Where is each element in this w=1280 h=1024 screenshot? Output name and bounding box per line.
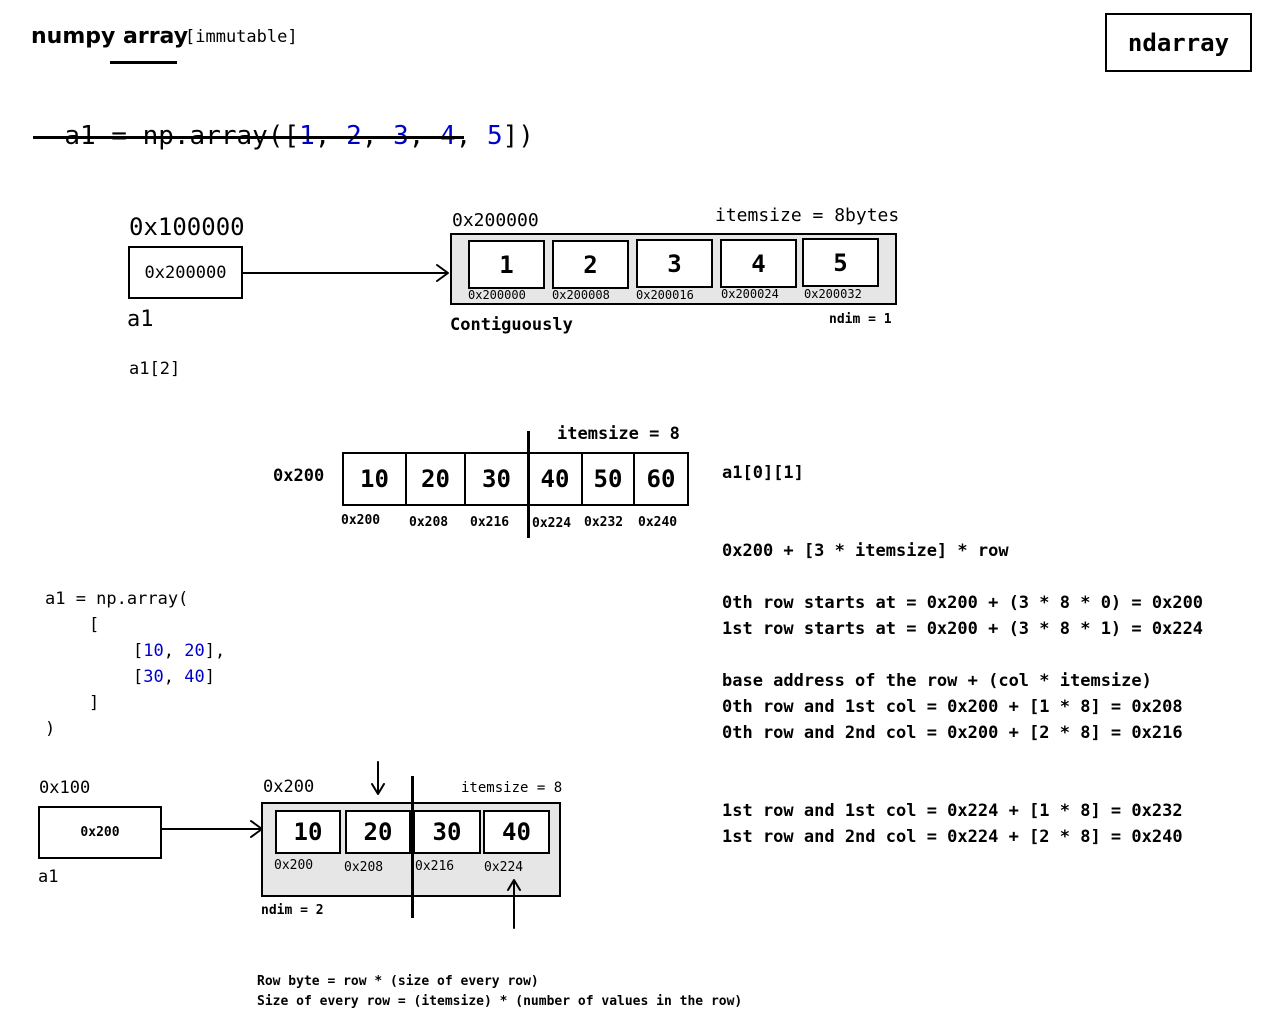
note-r0c2: 0th row and 2nd col = 0x200 + [2 * 8] = … [722,723,1183,743]
array-cell-1d: 5 [802,238,879,287]
code-1d-underline [33,136,464,139]
row-divider-flat [527,431,530,538]
itemsize-label-2d: itemsize = 8 [461,780,563,796]
cell-address-1d: 0x200032 [804,287,862,301]
note-base: base address of the row + (col * itemsiz… [722,671,1152,691]
base-address-label: 0x200 [273,466,325,486]
array-cell-2d-address: 0x208 [344,860,384,875]
note-row0: 0th row starts at = 0x200 + (3 * 8 * 0) … [722,593,1204,613]
note-row1: 1st row starts at = 0x200 + (3 * 8 * 1) … [722,619,1204,639]
ndarray-badge-label: ndarray [1127,28,1230,57]
itemsize-label-flat: itemsize = 8 [557,424,680,444]
array-cell-2d: 10 [275,810,341,854]
memory-cell: 60 [633,452,689,506]
code-2d-value: 30 [143,667,164,687]
footer-line-2: Size of every row = (itemsize) * (number… [257,994,743,1009]
note-r1c2: 1st row and 2nd col = 0x224 + [2 * 8] = … [722,827,1183,847]
pointer-address-2d: 0x100 [39,778,91,798]
arrow-pointer-1d [242,264,449,282]
index-expr-2d: a1[0][1] [722,463,804,483]
arrow-pointer-2d [161,820,263,838]
ndim-label-1d: ndim = 1 [829,312,892,327]
memory-cell-address: 0x232 [584,515,624,530]
array-cell-1d: 2 [552,240,629,289]
array-cell-2d: 30 [413,810,481,854]
code-2d-row: [30, 40] [133,667,215,687]
pointer-box-1d: 0x200000 [128,246,243,299]
memory-cell-address: 0x200 [341,513,381,528]
code-2d-value: 40 [184,667,205,687]
footer-line-1: Row byte = row * (size of every row) [257,974,539,989]
ndarray-badge: ndarray [1105,13,1252,72]
var-name-2d: a1 [38,867,59,887]
memory-cell-address: 0x224 [532,516,572,531]
array-cell-2d: 40 [483,810,550,854]
array-cell-2d-address: 0x200 [274,858,314,873]
array-cell-1d: 1 [468,240,545,289]
array-cell-2d: 20 [345,810,411,854]
memory-cell: 50 [581,452,635,506]
page-title: numpy array [31,24,189,49]
memory-cell: 10 [342,452,407,506]
array-address-1d: 0x200000 [452,210,539,231]
var-name-1d: a1 [127,307,154,332]
itemsize-label-1d: itemsize = 8bytes [715,205,900,226]
note-r1c1: 1st row and 1st col = 0x224 + [1 * 8] = … [722,801,1183,821]
memory-cell-address: 0x208 [409,515,449,530]
cell-address-1d: 0x200016 [636,288,694,302]
cell-address-1d: 0x200008 [552,288,610,302]
pointer-value-1d: 0x200000 [144,262,227,283]
immutable-tag: [immutable] [185,27,298,47]
code-2d-value: 20 [184,641,205,661]
row-divider-2d [411,776,414,918]
ndim-label-2d: ndim = 2 [261,903,324,918]
code-2d-row: [10, 20], [133,641,226,661]
array-address-2d: 0x200 [263,777,315,797]
code-1d-suffix: ]) [502,121,534,151]
pointer-box-2d: 0x200 [38,806,162,859]
title-underline [110,61,177,64]
note-formula: 0x200 + [3 * itemsize] * row [722,541,1009,561]
code-1d-value: 5 [487,121,503,151]
array-cell-2d-address: 0x224 [484,860,524,875]
memory-cell: 20 [405,452,466,506]
cell-address-1d: 0x200000 [468,288,526,302]
cell-address-1d: 0x200024 [721,287,779,301]
array-cell-2d-address: 0x216 [415,859,455,874]
array-cell-1d: 3 [636,239,713,288]
arrow-up-icon [507,879,521,929]
memory-cell-address: 0x240 [638,515,678,530]
contiguous-label: Contiguously [450,315,573,335]
pointer-address-1d: 0x100000 [129,213,245,241]
pointer-value-2d: 0x200 [80,825,120,840]
note-r0c1: 0th row and 1st col = 0x200 + [1 * 8] = … [722,697,1183,717]
arrow-down-icon [371,761,385,795]
code-2d-value: 10 [143,641,164,661]
array-cell-1d: 4 [720,239,797,288]
code-2d-line: ) [45,719,56,739]
memory-cell-address: 0x216 [470,515,510,530]
index-expr-1d: a1[2] [129,359,181,379]
code-2d-line: ] [89,693,100,713]
code-2d-line: a1 = np.array( [45,589,189,609]
code-2d-line: [ [89,615,100,635]
